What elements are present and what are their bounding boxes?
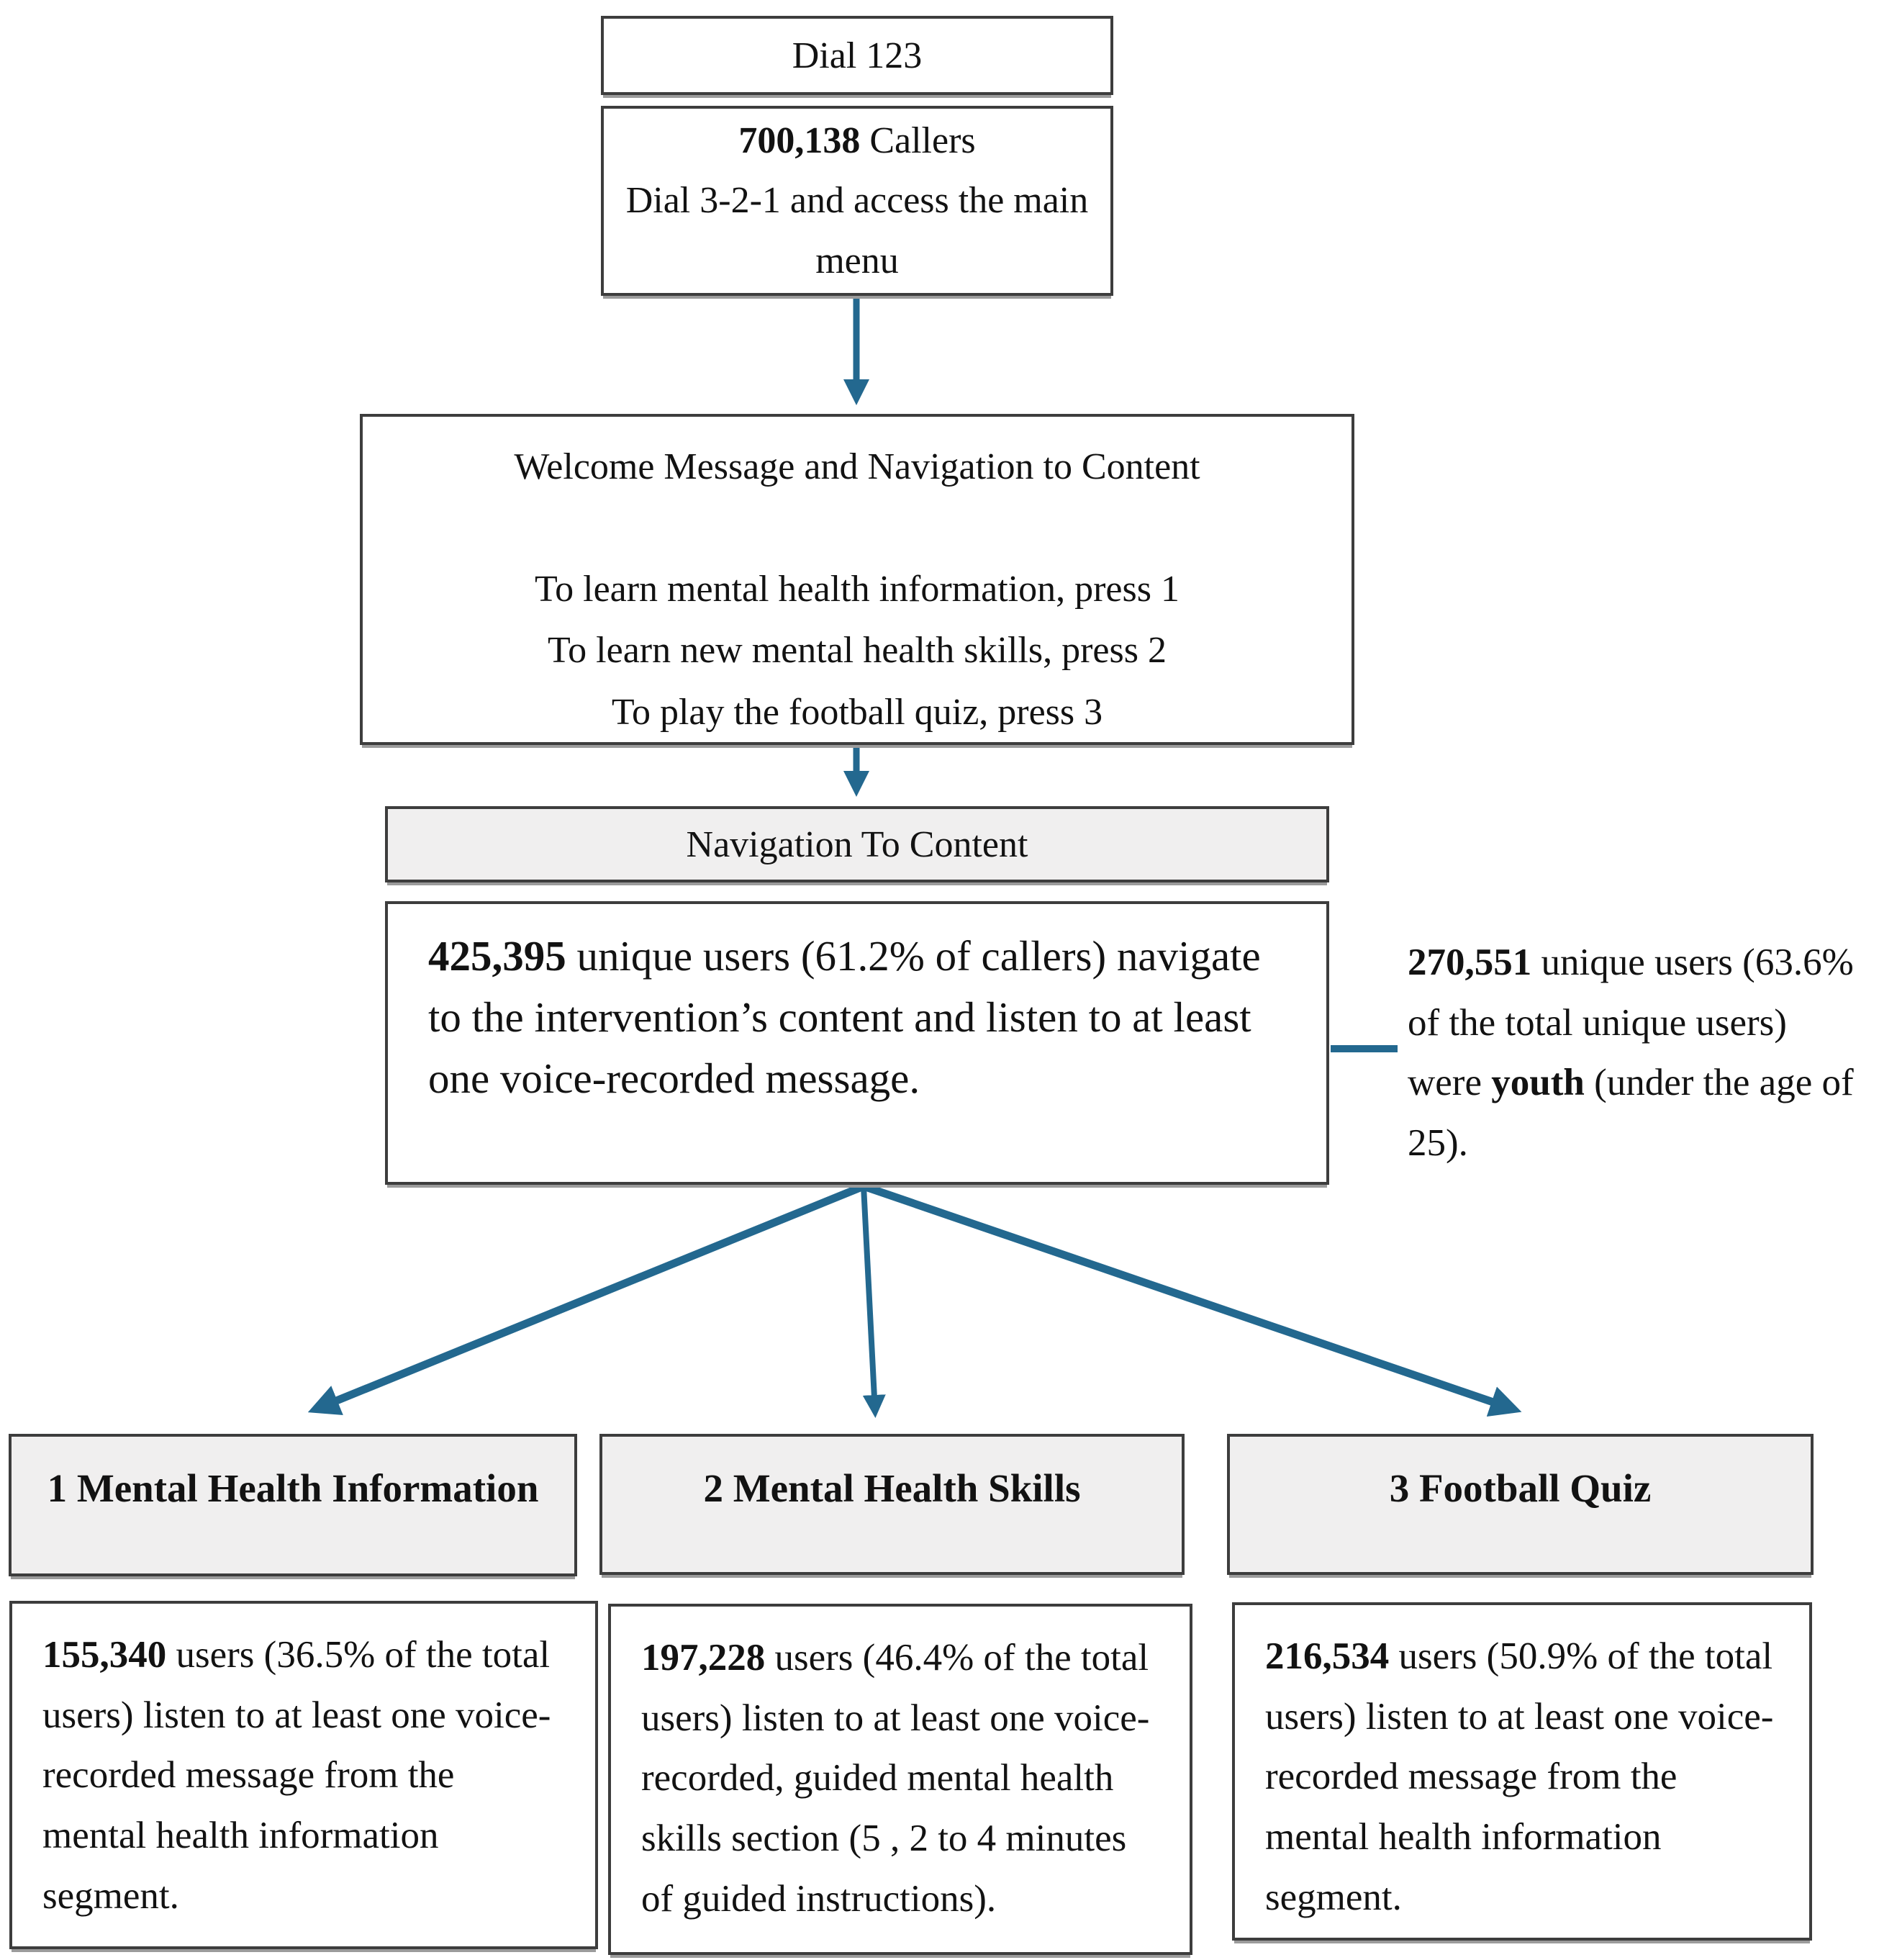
youth-note: 270,551 unique users (63.6% of the total… — [1408, 933, 1854, 1174]
youth-count: 270,551 — [1408, 941, 1532, 983]
branch-1-header-label: 1 Mental Health Information — [47, 1466, 539, 1510]
branch-3-header-football-quiz: 3 Football Quiz — [1227, 1434, 1814, 1575]
menu-option-1: To learn mental health information, pres… — [535, 569, 1180, 610]
youth-text-end: (under the age of 25). — [1408, 1062, 1854, 1165]
welcome-title: Welcome Message and Navigation to Conten… — [514, 446, 1200, 487]
callers-count-suffix: Callers — [860, 120, 976, 162]
branch-2-text: users (46.4% of the total users) listen … — [641, 1637, 1150, 1920]
arrow-users-to-branch-3 — [862, 1182, 1522, 1417]
callers-box: 700,138 Callers Dial 3-2-1 and access th… — [601, 106, 1113, 296]
branch-2-stats-box: 197,228 users (46.4% of the total users)… — [608, 1604, 1192, 1955]
branch-2-header-mental-health-skills: 2 Mental Health Skills — [599, 1434, 1185, 1575]
youth-bold-word: youth — [1491, 1062, 1585, 1104]
welcome-message-box: Welcome Message and Navigation to Conten… — [360, 414, 1354, 745]
callers-count-line: 700,138 Callers — [738, 111, 975, 171]
arrow-users-to-branch-1 — [307, 1182, 866, 1415]
branch-2-count: 197,228 — [641, 1637, 766, 1679]
menu-option-3: To play the football quiz, press 3 — [611, 691, 1103, 733]
unique-users-box: 425,395 unique users (61.2% of callers) … — [385, 901, 1329, 1185]
callers-action-line: Dial 3-2-1 and access the main menu — [625, 180, 1089, 281]
unique-users-text: unique users (61.2% of callers) navigate… — [428, 932, 1261, 1102]
unique-users-count: 425,395 — [428, 932, 566, 980]
branch-1-count: 155,340 — [42, 1634, 167, 1676]
navigation-to-content-label: Navigation To Content — [686, 823, 1028, 865]
branch-1-header-mental-health-information: 1 Mental Health Information — [9, 1434, 577, 1576]
dial-box-label: Dial 123 — [792, 35, 923, 76]
branch-1-text: users (36.5% of the total users) listen … — [42, 1634, 551, 1917]
branch-3-text: users (50.9% of the total users) listen … — [1265, 1635, 1774, 1918]
callers-count: 700,138 — [738, 120, 861, 162]
branch-2-header-label: 2 Mental Health Skills — [703, 1466, 1081, 1510]
branch-3-stats-box: 216,534 users (50.9% of the total users)… — [1232, 1602, 1812, 1941]
branch-3-count: 216,534 — [1265, 1635, 1390, 1677]
navigation-to-content-bar: Navigation To Content — [385, 806, 1329, 882]
youth-text-mid: unique users (63.6% of the total unique … — [1408, 941, 1854, 1104]
branch-3-header-label: 3 Football Quiz — [1389, 1466, 1652, 1510]
menu-option-2: To learn new mental health skills, press… — [548, 630, 1167, 672]
branch-1-stats-box: 155,340 users (36.5% of the total users)… — [9, 1601, 598, 1949]
arrow-users-to-branch-2 — [861, 1186, 886, 1418]
dial-box: Dial 123 — [601, 16, 1113, 95]
